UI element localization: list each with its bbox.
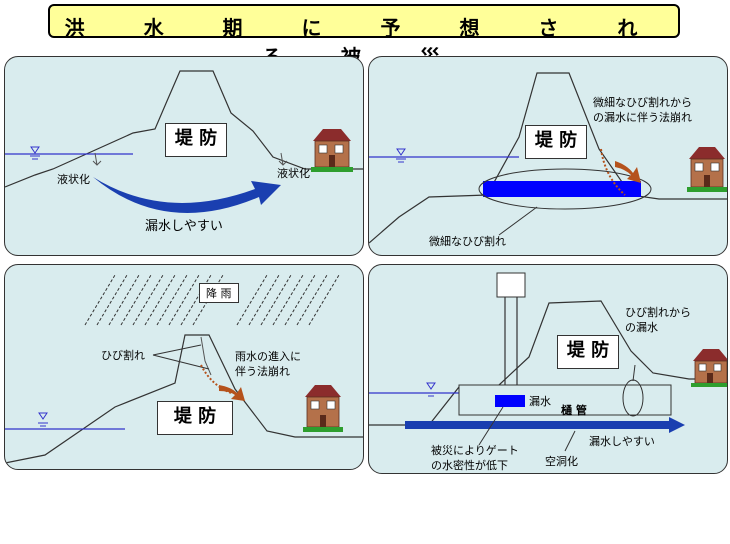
levee-outline: [369, 300, 727, 426]
leak-prone-label: 漏水しやすい: [145, 219, 223, 234]
cavity-label: 空洞化: [545, 455, 578, 468]
liquefaction-label-left: 液状化: [57, 173, 90, 186]
panel-fine-crack-leak: 堤 防 微細なひび割れから の漏水に伴う法崩れ 微細なひび割れ: [368, 56, 728, 256]
gate-tower-top: [496, 272, 526, 298]
crack-pointer-2: [152, 354, 210, 370]
crack-leak-collapse-label: 微細なひび割れから の漏水に伴う法崩れ: [593, 96, 692, 124]
leak-flow-arrow: [93, 177, 281, 213]
levee-label: 堤 防: [525, 125, 587, 159]
liquefaction-arrow-right: [278, 152, 288, 166]
levee-label: 堤 防: [165, 123, 227, 157]
leakage-label: 漏水: [529, 395, 551, 408]
water-level-icon: [38, 412, 48, 427]
collapse-arrow: [219, 385, 245, 401]
levee-outline: [5, 334, 363, 464]
water-level-icon: [30, 146, 40, 160]
house-icon: [691, 349, 727, 387]
crack-leak-label: ひび割れから の漏水: [625, 306, 691, 334]
levee-label: 堤 防: [557, 335, 619, 369]
sluice-label: 樋 管: [561, 404, 587, 417]
levee-label: 堤 防: [157, 401, 233, 435]
crack-pointer: [632, 364, 636, 382]
rain-intrusion-dotted: [200, 364, 232, 394]
panel-1-drawing: [5, 70, 363, 213]
panel-liquefaction: 堤 防 液状化 液状化 漏水しやすい: [4, 56, 364, 256]
leak-prone-label: 漏水しやすい: [589, 435, 655, 448]
title-banner: 洪 水 期 に 予 想 さ れ る 被 災: [48, 4, 680, 69]
cracks-label: ひび割れ: [101, 349, 145, 362]
levee-outline: [5, 70, 363, 188]
rain-label: 降 雨: [199, 283, 239, 303]
sluice-pipe: [458, 384, 672, 416]
crack-line: [200, 336, 212, 376]
gate-pointer: [478, 406, 504, 446]
water-level-icon: [426, 382, 436, 397]
house-icon: [303, 385, 343, 432]
fine-cracks-label: 微細なひび割れ: [429, 235, 506, 248]
panel-rain-collapse: 降 雨 堤 防 ひび割れ 雨水の進入に 伴う法崩れ: [4, 264, 364, 470]
collapse-arrow: [615, 161, 641, 183]
fine-crack-ellipse: [478, 168, 652, 210]
water-level-icon: [396, 148, 406, 163]
cavity-pointer: [564, 430, 576, 452]
panel-2-drawing: [369, 72, 727, 244]
panel-4-drawing: [369, 272, 727, 452]
house-icon: [311, 129, 353, 172]
rain-intrusion-collapse-label: 雨水の進入に 伴う法崩れ: [235, 350, 301, 378]
leak-flow-arrow: [405, 417, 685, 433]
house-icon: [687, 147, 727, 192]
panel-3-drawing: [5, 274, 363, 464]
leak-band: [483, 181, 641, 197]
leak-path-dotted: [600, 148, 626, 196]
gate-watertight-label: 被災によりゲート の水密性が低下: [431, 444, 519, 472]
liquefaction-label-right: 液状化: [277, 167, 310, 180]
crack-pointer: [498, 206, 538, 236]
liquefaction-arrow-left: [92, 152, 102, 166]
crack-pointer-1: [152, 344, 202, 356]
leakage-block: [495, 395, 525, 407]
panel-sluice-leak: 堤 防 ひび割れから の漏水 漏水 樋 管 被災によりゲート の水密性が低下 空…: [368, 264, 728, 474]
